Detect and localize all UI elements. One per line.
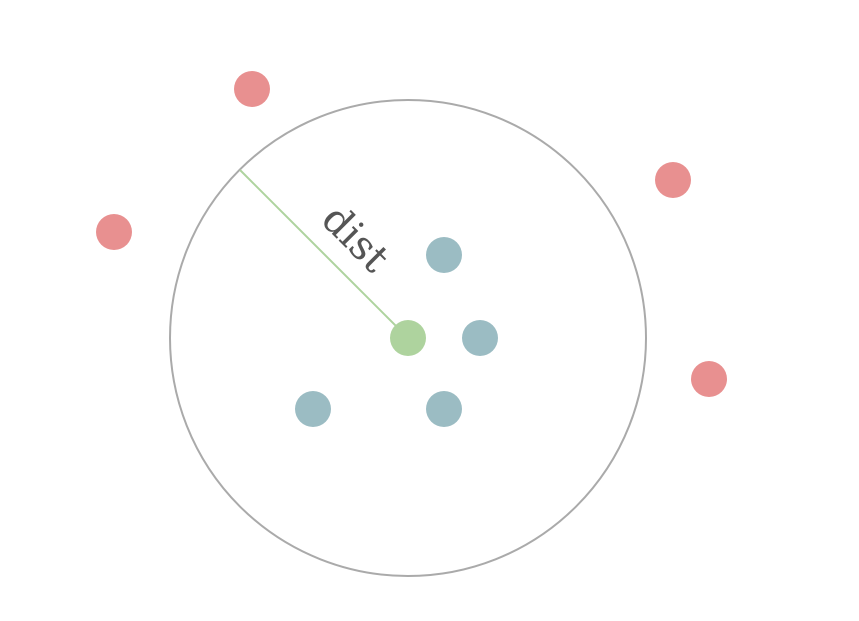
inside-point bbox=[426, 391, 462, 427]
radius-label: dist bbox=[312, 196, 398, 282]
inside-point bbox=[426, 237, 462, 273]
inside-point bbox=[462, 320, 498, 356]
outside-point bbox=[234, 71, 270, 107]
radius-line bbox=[239, 169, 409, 339]
outside-point bbox=[655, 162, 691, 198]
outside-points-group bbox=[96, 71, 727, 397]
center-point bbox=[390, 320, 426, 356]
inside-points-group bbox=[295, 237, 498, 427]
inside-point bbox=[295, 391, 331, 427]
search-radius-circle bbox=[169, 99, 647, 577]
outside-point bbox=[96, 214, 132, 250]
outside-point bbox=[691, 361, 727, 397]
